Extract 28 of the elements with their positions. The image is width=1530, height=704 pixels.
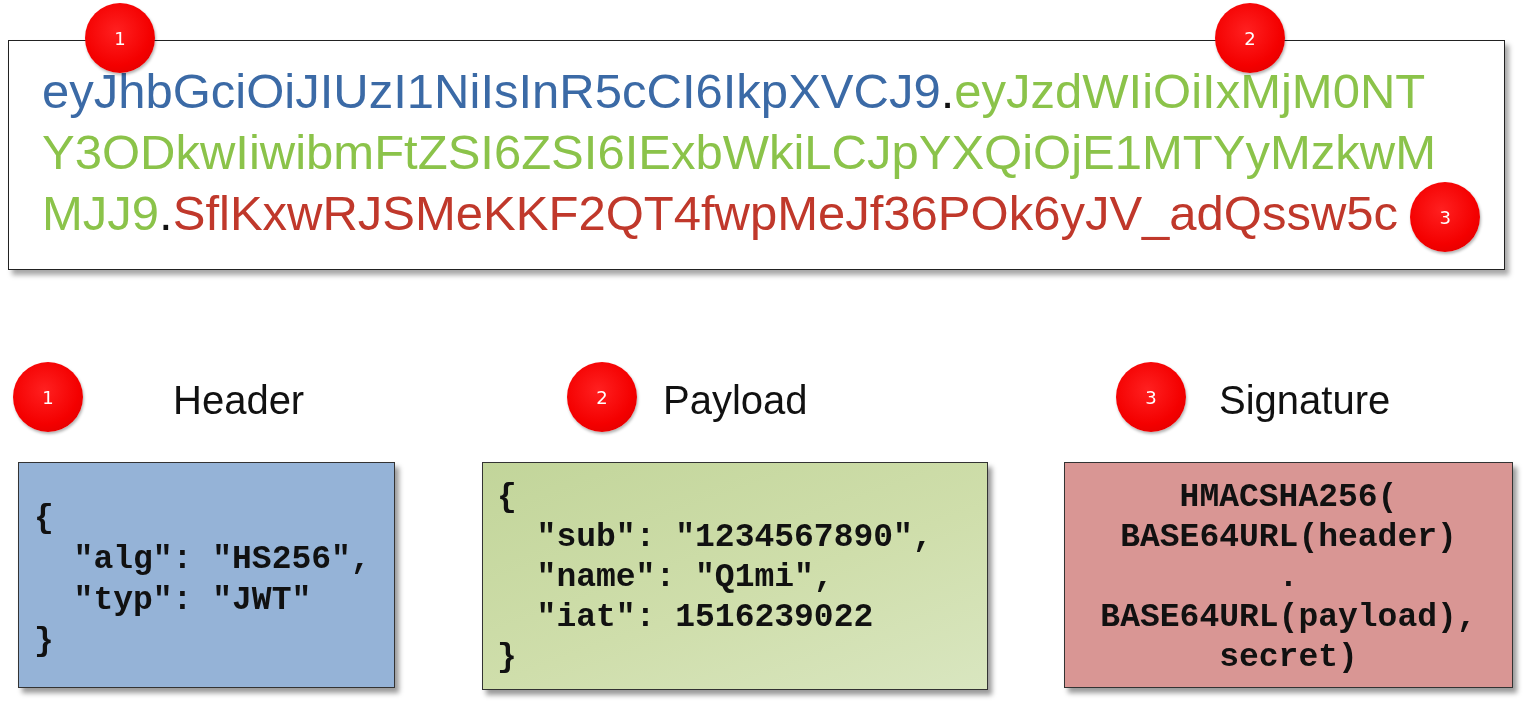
callout-number: 2 bbox=[1215, 3, 1285, 73]
code-line: { bbox=[497, 478, 518, 518]
code-line: "sub": "1234567890", bbox=[535, 518, 934, 558]
section-heading: Payload bbox=[663, 377, 808, 424]
separator-dot: . bbox=[159, 185, 173, 242]
code-line: "typ": "JWT" bbox=[72, 581, 313, 621]
callout-number: 3 bbox=[1116, 362, 1186, 432]
encoded-payload: Y3ODkwIiwibmFtZSI6ZSI6IExbWkiLCJpYXQiOjE1MTYyMzkwM bbox=[42, 124, 1436, 181]
encoded-payload: MJJ9 bbox=[42, 185, 160, 242]
callout-number: 3 bbox=[1410, 182, 1481, 253]
section-heading: Signature bbox=[1219, 377, 1391, 424]
code-line: } bbox=[497, 638, 518, 678]
code-line: "name": "Q1mi", bbox=[535, 558, 835, 598]
code-line: HMACSHA256( bbox=[1178, 478, 1399, 518]
code-line: } bbox=[34, 622, 55, 662]
separator-dot: . bbox=[940, 63, 955, 120]
code-line: . bbox=[1277, 558, 1300, 598]
section-heading: Header bbox=[173, 377, 305, 424]
code-line: "iat": 1516239022 bbox=[535, 598, 875, 638]
callout-number: 1 bbox=[13, 362, 83, 432]
callout-number: 1 bbox=[85, 3, 155, 73]
callout-number: 2 bbox=[567, 362, 637, 432]
encoded-signature: SflKxwRJSMeKKF2QT4fwpMeJf36POk6yJV_adQssw5c bbox=[172, 185, 1399, 242]
code-line: secret) bbox=[1218, 638, 1359, 678]
code-line: BASE64URL(payload), bbox=[1099, 598, 1478, 638]
code-line: BASE64URL(header) bbox=[1119, 518, 1458, 558]
code-line: "alg": "HS256", bbox=[72, 540, 372, 580]
code-line: { bbox=[34, 499, 55, 539]
